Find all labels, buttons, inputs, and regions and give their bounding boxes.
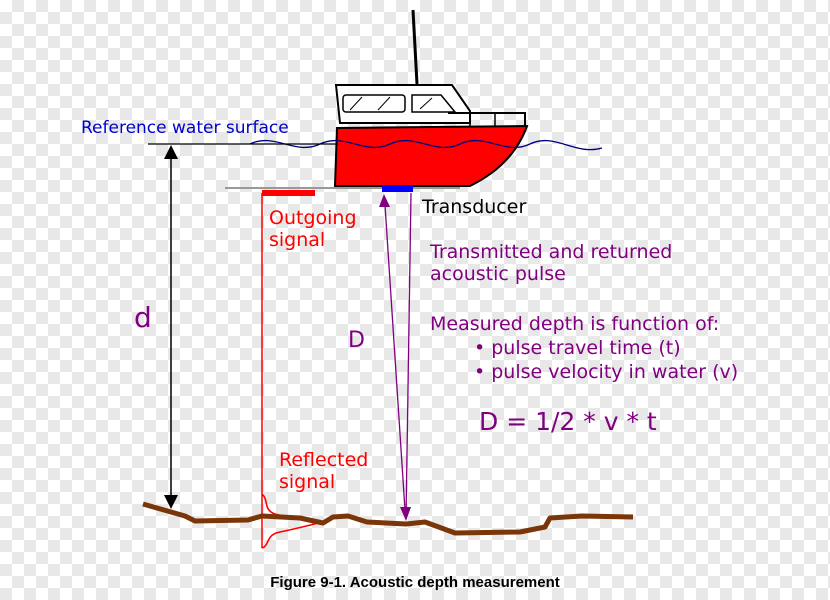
cabin-window-left	[342, 94, 406, 113]
pulse-description: Transmitted and returned acoustic pulse	[430, 241, 673, 286]
transducer-label: Transducer	[422, 196, 527, 218]
figure-caption: Figure 9-1. Acoustic depth measurement	[270, 574, 560, 591]
seabed	[142, 501, 634, 536]
bullet-velocity-text: pulse velocity in water (v)	[491, 361, 739, 383]
transducer-block	[382, 185, 413, 192]
depth-formula: D = 1/2 * v * t	[479, 407, 657, 436]
pulse-description-line2: acoustic pulse	[430, 262, 566, 285]
measured-depth-heading: Measured depth is function of:	[430, 313, 720, 335]
water-surface	[249, 139, 603, 151]
outgoing-signal-label-line1: Outgoing	[269, 207, 357, 229]
pulse-arrow-up-head	[379, 194, 390, 207]
reflected-signal-label-line1: Reflected	[279, 449, 369, 471]
reflected-signal-label-line2: signal	[279, 470, 336, 493]
boat-mast	[411, 9, 419, 85]
depth-arrow-d-head-top	[164, 145, 178, 159]
outgoing-signal-label: Outgoing signal	[269, 207, 357, 252]
depth-label-d: d	[134, 301, 152, 334]
outgoing-signal-label-line2: signal	[269, 228, 326, 251]
reference-water-surface-label: Reference water surface	[81, 118, 289, 138]
boat-hull	[333, 124, 529, 187]
boat-rail	[448, 112, 526, 126]
pulse-beam-return	[405, 192, 412, 520]
pulse-description-line1: Transmitted and returned	[430, 241, 673, 263]
pulse-beam-down	[384, 204, 406, 511]
depth-arrow-d-head-bottom	[164, 495, 178, 509]
bullet-travel-time-text: pulse travel time (t)	[491, 337, 681, 359]
bullet-travel-time: • pulse travel time (t)	[474, 337, 681, 359]
depth-label-D: D	[348, 328, 365, 353]
reflected-signal-label: Reflected signal	[279, 449, 369, 494]
bullet-velocity: • pulse velocity in water (v)	[474, 361, 739, 383]
